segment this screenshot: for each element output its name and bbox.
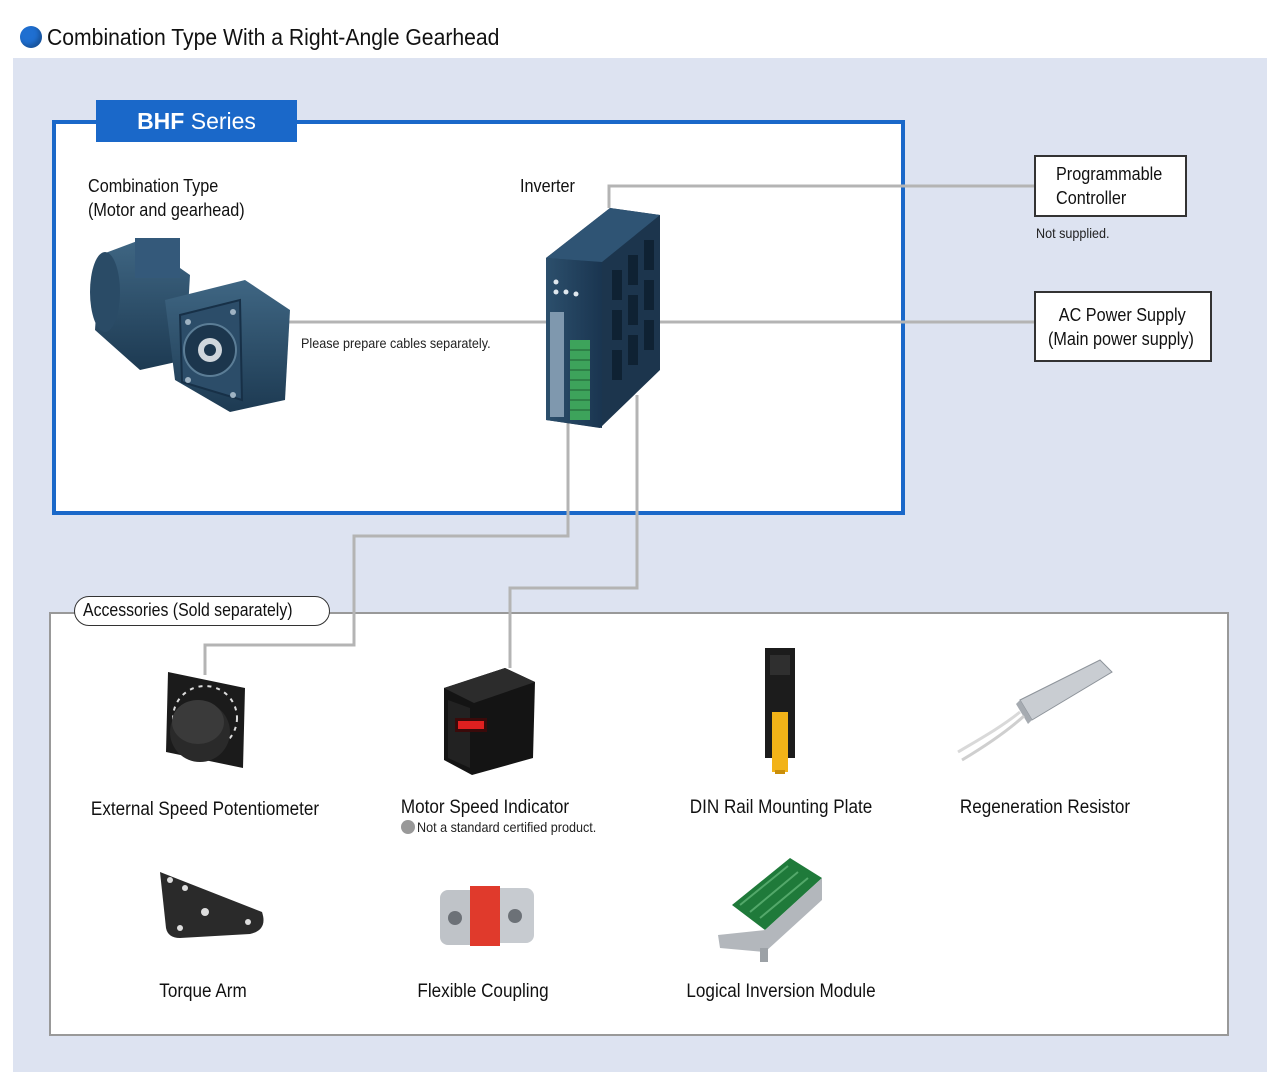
- series-tab: BHF Series: [96, 100, 297, 142]
- series-tab-rest: Series: [184, 108, 256, 134]
- power-line2: (Main power supply): [1048, 329, 1194, 349]
- motor-label-line2: (Motor and gearhead): [88, 200, 245, 220]
- cable-potentiometer: [203, 420, 570, 675]
- plc-note: Not supplied.: [1036, 225, 1110, 241]
- accessory-label-potentiometer: External Speed Potentiometer: [90, 799, 320, 820]
- note-bullet-icon: [401, 820, 415, 834]
- ac-power-supply-box: AC Power Supply (Main power supply): [1034, 291, 1212, 362]
- bullet-icon: [20, 26, 42, 48]
- cable-note: Please prepare cables separately.: [301, 335, 491, 351]
- speed-indicator-note: Not a standard certified product.: [417, 819, 597, 835]
- cable-indicator: [508, 395, 639, 668]
- plc-line1: Programmable: [1056, 164, 1163, 184]
- accessory-label-regeneration-resistor: Regeneration Resistor: [959, 797, 1131, 818]
- series-tab-bold: BHF: [137, 108, 185, 134]
- power-line1: AC Power Supply: [1058, 305, 1186, 325]
- plc-line2: Controller: [1056, 188, 1127, 208]
- accessories-title: Accessories (Sold separately): [74, 596, 331, 626]
- programmable-controller-box: Programmable Controller: [1034, 155, 1187, 217]
- accessory-label-flexible-coupling: Flexible Coupling: [417, 981, 549, 1002]
- motor-label-line1: Combination Type: [88, 176, 219, 196]
- accessory-label-din-rail: DIN Rail Mounting Plate: [689, 797, 873, 818]
- accessory-label-speed-indicator: Motor Speed Indicator: [400, 797, 570, 818]
- accessory-label-torque-arm: Torque Arm: [159, 981, 247, 1002]
- page-title: Combination Type With a Right-Angle Gear…: [47, 24, 500, 50]
- accessory-label-logical-inversion-module: Logical Inversion Module: [686, 981, 876, 1002]
- cable-plc: [607, 184, 1036, 208]
- inverter-label: Inverter: [520, 176, 575, 196]
